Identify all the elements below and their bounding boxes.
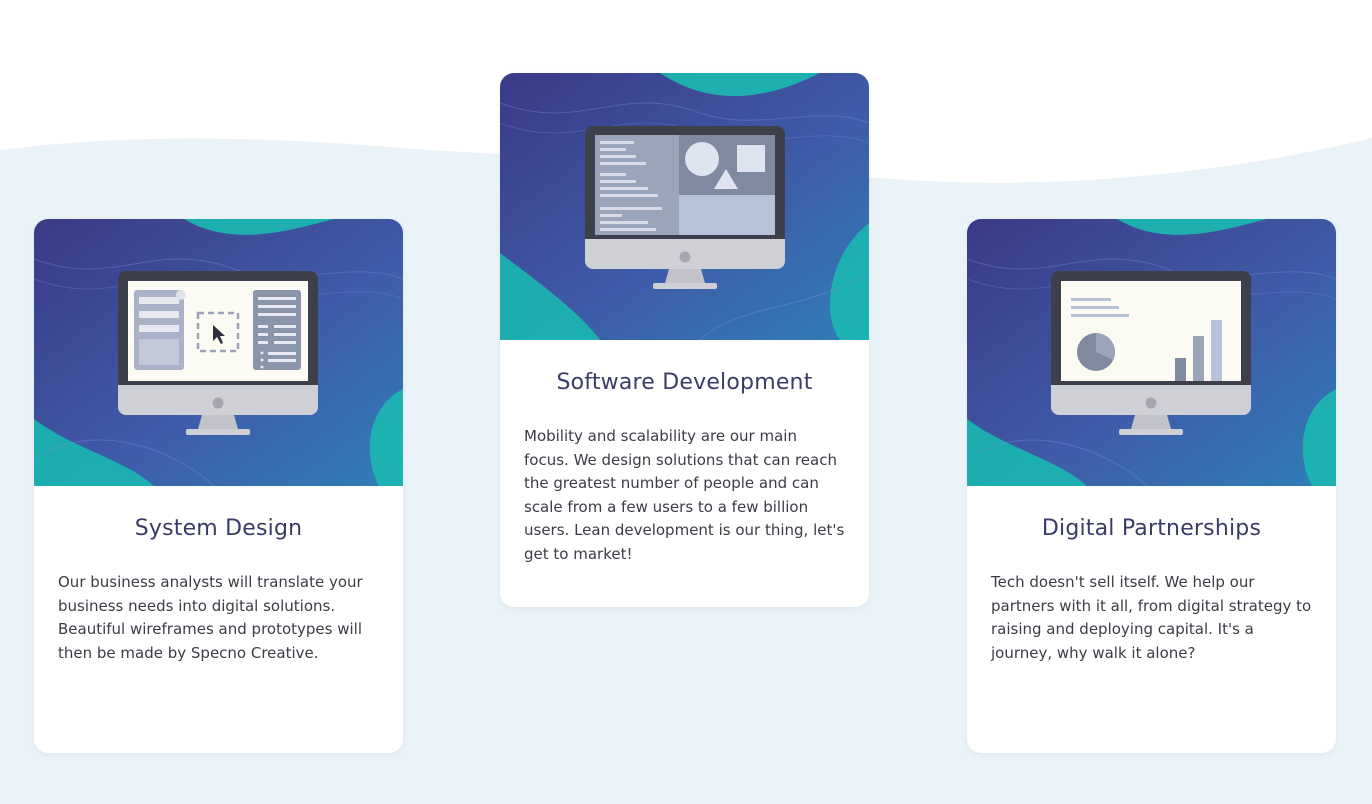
service-card-system-design: System Design Our business analysts will… (34, 219, 403, 753)
service-card-digital-partnerships: Digital Partnerships Tech doesn't sell i… (967, 219, 1336, 753)
card-image-digital-partnerships (967, 219, 1336, 486)
card-description: Mobility and scalability are our main fo… (524, 427, 845, 563)
service-card-software-development: Software Development Mobility and scalab… (500, 73, 869, 607)
card-image-software-development (500, 73, 869, 340)
card-description: Tech doesn't sell itself. We help our pa… (991, 573, 1312, 662)
card-title: System Design (134, 516, 303, 541)
card-title: Software Development (556, 370, 813, 395)
card-image-system-design (34, 219, 403, 486)
card-description: Our business analysts will translate you… (58, 573, 363, 662)
card-title: Digital Partnerships (1041, 516, 1262, 541)
